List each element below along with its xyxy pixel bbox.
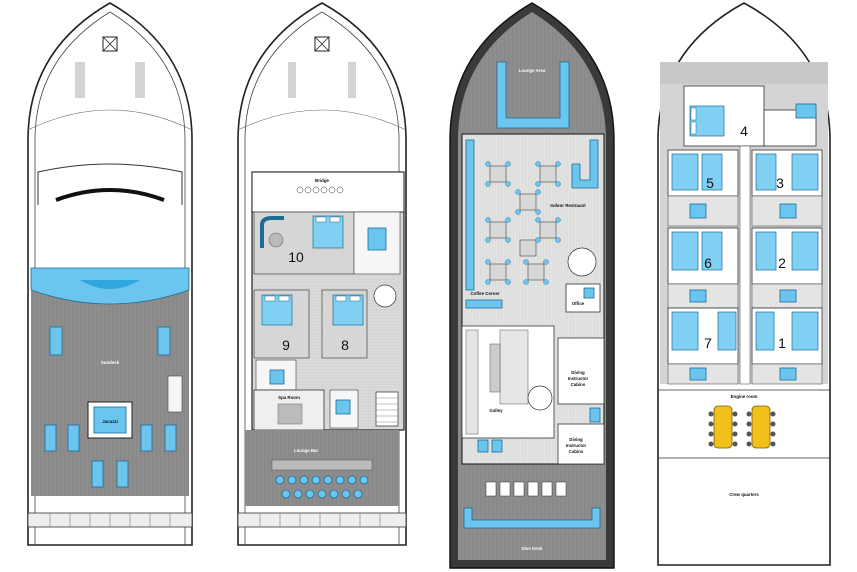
instructor-cabin-label-line: Instructor: [568, 376, 589, 381]
cabin-row: 5 3: [667, 149, 823, 227]
instructor-cabin-label-line: Cabins: [569, 449, 584, 454]
lounger-icon: [164, 424, 177, 452]
dive-deck-label: Dive Deck: [522, 546, 544, 551]
dive-benches: [485, 481, 567, 497]
galley-label: Galley: [489, 408, 503, 413]
coffee-corner-label: Coffee Corner: [470, 291, 500, 296]
main-deck: Lounge Area Indoor Restraunt: [449, 2, 615, 569]
engine-room-label: Engine room: [731, 394, 758, 399]
lounger-icon: [49, 326, 63, 356]
cabin-number: 10: [288, 249, 304, 265]
bridge-label: Bridge: [315, 178, 329, 183]
cabin-number: 8: [341, 337, 349, 353]
lower-deck: 4 5 3 6 2: [657, 2, 831, 566]
instructor-cabin-label-line: Cabins: [571, 382, 586, 387]
cabin-number: 6: [704, 255, 712, 271]
lounger-icon: [44, 424, 57, 452]
cabin-number: 7: [704, 335, 712, 351]
instructor-cabin-label-line: Diving: [571, 370, 585, 375]
cabin-row: 7 1: [667, 307, 823, 385]
lounger-icon: [116, 460, 129, 488]
spa-room-label: Spa Room: [278, 395, 300, 400]
restaurant-tables: [485, 161, 561, 285]
lounger-icon: [140, 424, 153, 452]
jacuzzi-label: Jacuzzi: [102, 419, 118, 424]
lounge-area-label: Lounge Area: [519, 68, 546, 73]
lounger-icon: [91, 460, 104, 488]
crew-quarters-label: Crew quarters: [729, 492, 759, 497]
instructor-cabin-label-line: Diving: [569, 437, 583, 442]
sundeck-label: Sundeck: [101, 360, 120, 365]
indoor-restaurant-label: Indoor Restraunt: [550, 203, 586, 208]
cabin-row: 6 2: [667, 227, 823, 309]
sun-deck: Jacuzzi Sundeck: [27, 2, 193, 546]
lounger-icon: [157, 326, 171, 356]
instructor-cabin-label-line: Instructor: [566, 443, 587, 448]
lounge-seating: [275, 475, 369, 499]
cabin-number: 3: [776, 175, 784, 191]
office-label: Office: [572, 301, 585, 306]
lounge-bar-label: Lounge Bar: [294, 448, 319, 453]
lounge-area-sofa: [496, 61, 570, 129]
cabin-number: 5: [706, 175, 714, 191]
cabin-number: 9: [282, 337, 290, 353]
lounger-icon: [67, 424, 80, 452]
cabin-number: 2: [778, 255, 786, 271]
engine-icon: [708, 405, 776, 449]
cabin-number: 1: [778, 335, 786, 351]
cabin-number: 4: [740, 123, 748, 139]
upper-deck: Bridge 10 9 8 Spa Room: [237, 2, 407, 546]
